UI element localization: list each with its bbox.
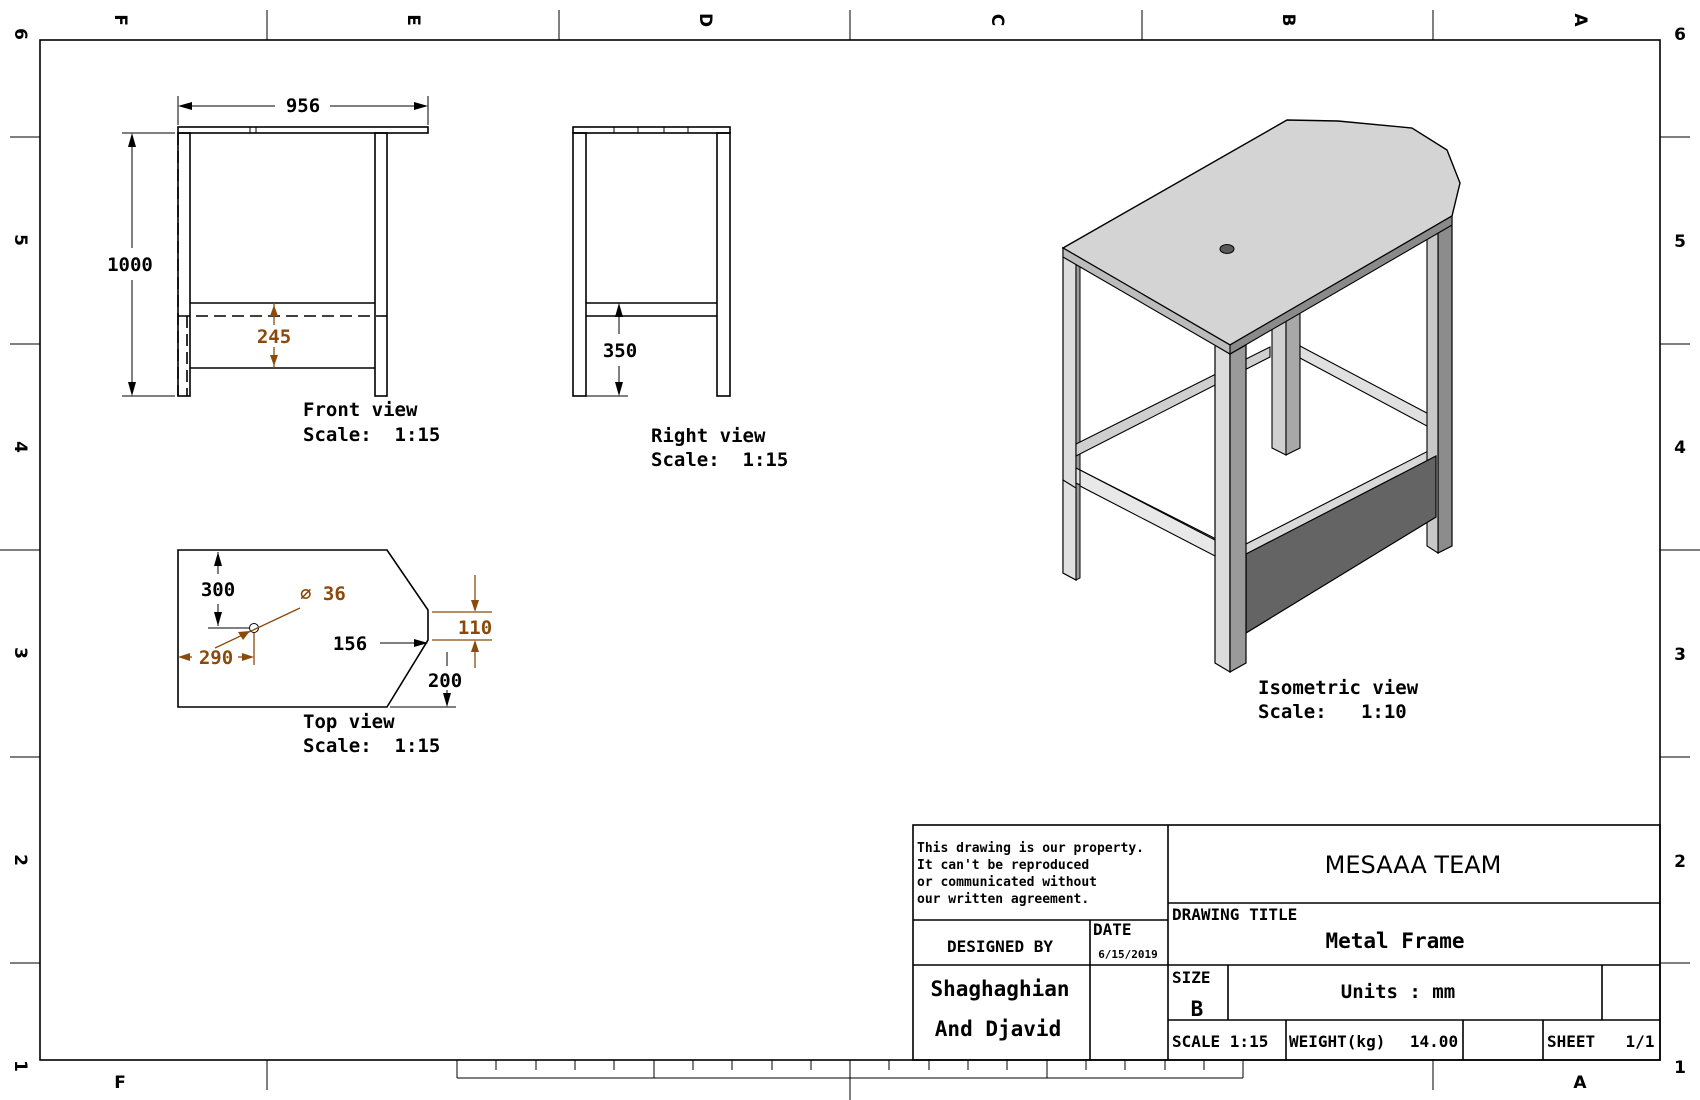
sheet-value: 1/1 xyxy=(1626,1032,1655,1051)
zone-row-right-1: 6 xyxy=(1674,25,1686,45)
right-view-label: Right view xyxy=(651,425,766,447)
front-dim-gap: 245 xyxy=(257,326,291,348)
notice-line-4: our written agreement. xyxy=(917,892,1089,907)
zone-col-top-1: F xyxy=(110,14,130,26)
title-block: This drawing is our property. It can't b… xyxy=(912,824,1661,1061)
right-view-scale: Scale: 1:15 xyxy=(651,449,788,471)
right-dim-gap: 350 xyxy=(603,340,637,362)
zone-row-right-2: 5 xyxy=(1674,232,1686,252)
top-dim-diameter: ∅ 36 xyxy=(300,583,346,605)
zone-col-top-3: D xyxy=(695,13,715,27)
size-label: SIZE xyxy=(1172,968,1211,987)
company-name: MESAAA TEAM xyxy=(1325,851,1502,879)
bottom-scale-ruler xyxy=(456,1060,1244,1079)
zone-col-top-2: E xyxy=(403,14,423,26)
zone-col-top-6: A xyxy=(1570,13,1590,27)
top-view-scale: Scale: 1:15 xyxy=(303,735,440,757)
zone-row-left-5: 2 xyxy=(10,854,30,866)
iso-view-scale: Scale: 1:10 xyxy=(1258,701,1407,723)
front-dim-height: 1000 xyxy=(107,254,153,276)
zone-row-right-6: 1 xyxy=(1674,1058,1686,1078)
sheet-border: F E D C B A 6 5 4 3 2 1 6 5 4 3 2 1 F A xyxy=(0,10,1700,1100)
zone-row-left-4: 3 xyxy=(10,647,30,659)
top-dim-290: 290 xyxy=(199,647,233,669)
designer-1: Shaghaghian xyxy=(930,977,1069,1001)
size-value: B xyxy=(1191,997,1204,1021)
designer-2: And Djavid xyxy=(935,1017,1061,1041)
zone-col-bottom-2: A xyxy=(1573,1073,1587,1093)
top-dim-200: 200 xyxy=(428,670,462,692)
front-view-label: Front view xyxy=(303,399,418,421)
drawing-title-label: DRAWING TITLE xyxy=(1172,905,1297,924)
iso-view-label: Isometric view xyxy=(1258,677,1419,699)
zone-row-left-3: 4 xyxy=(10,441,30,453)
zone-col-bottom-1: F xyxy=(114,1073,126,1093)
zone-row-right-4: 3 xyxy=(1674,645,1686,665)
isometric-view: Isometric view Scale: 1:10 xyxy=(1061,119,1461,723)
drawing-title: Metal Frame xyxy=(1325,929,1464,953)
top-view-label: Top view xyxy=(303,711,395,733)
weight-value: 14.00 xyxy=(1410,1032,1458,1051)
notice-line-3: or communicated without xyxy=(917,875,1097,890)
units-value: Units : mm xyxy=(1341,981,1455,1003)
front-view-scale: Scale: 1:15 xyxy=(303,424,440,446)
top-dim-156: 156 xyxy=(333,633,367,655)
top-view: 300 ∅ 36 290 156 110 200 Top view Scale:… xyxy=(177,549,492,757)
front-view: 956 1000 245 Front view Scale: 1:15 xyxy=(107,95,440,446)
top-dim-110: 110 xyxy=(458,617,492,639)
designed-by-label: DESIGNED BY xyxy=(947,937,1053,956)
date-label: DATE xyxy=(1093,920,1132,939)
notice-line-1: This drawing is our property. xyxy=(917,841,1144,856)
zone-row-left-1: 6 xyxy=(10,28,30,40)
zone-row-right-5: 2 xyxy=(1674,852,1686,872)
date-value: 6/15/2019 xyxy=(1098,948,1158,961)
zone-row-left-6: 1 xyxy=(10,1060,30,1072)
zone-col-top-4: C xyxy=(987,14,1007,26)
weight-label: WEIGHT(kg) xyxy=(1289,1032,1385,1051)
front-dim-width: 956 xyxy=(286,95,320,117)
zone-col-top-5: B xyxy=(1278,14,1298,27)
sheet-label: SHEET xyxy=(1547,1032,1595,1051)
notice-line-2: It can't be reproduced xyxy=(917,858,1089,873)
top-dim-300: 300 xyxy=(201,579,235,601)
right-view: 350 Right view Scale: 1:15 xyxy=(572,126,788,471)
zone-row-right-3: 4 xyxy=(1674,438,1686,458)
zone-row-left-2: 5 xyxy=(10,234,30,246)
scale-value: SCALE 1:15 xyxy=(1172,1032,1268,1051)
